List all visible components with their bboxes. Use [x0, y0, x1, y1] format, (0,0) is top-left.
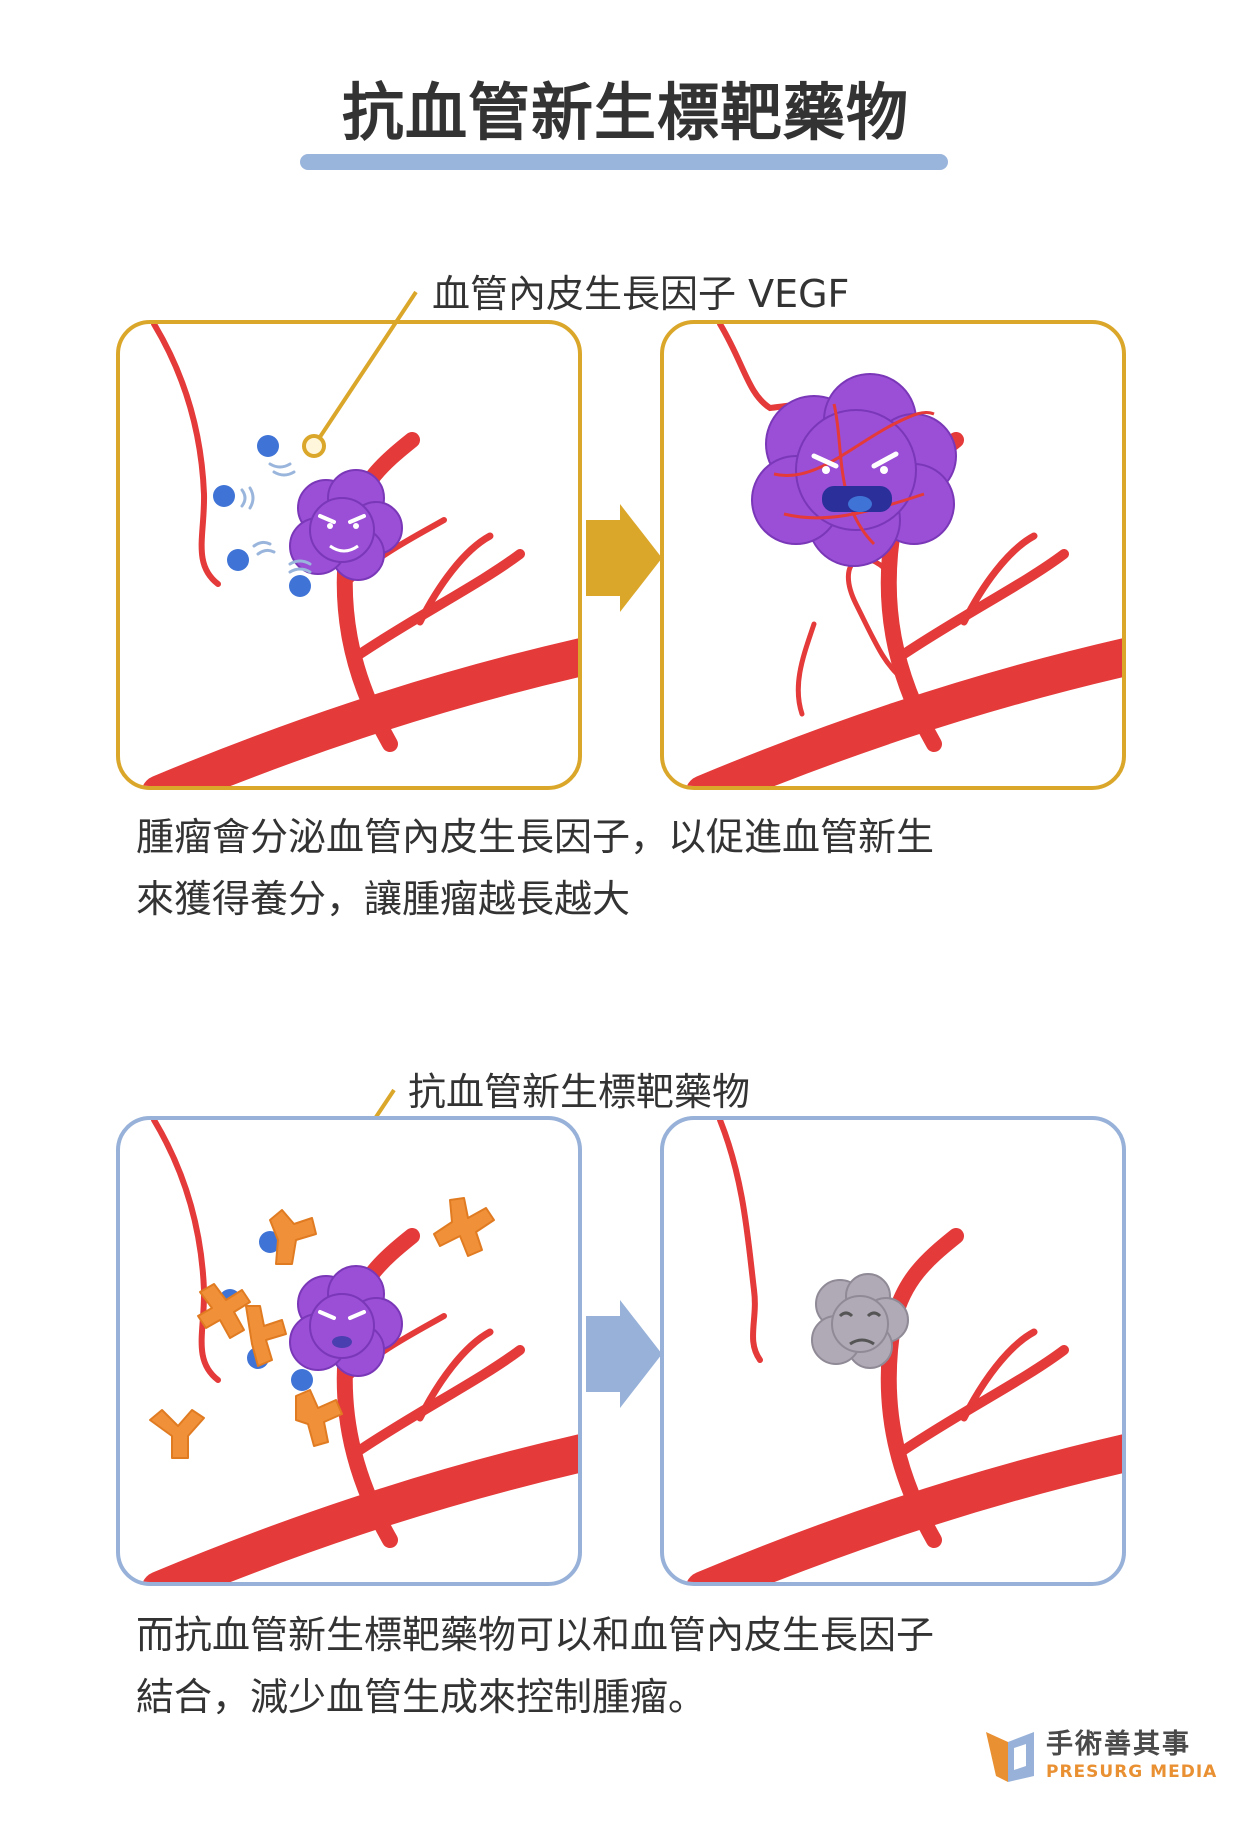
vegf-molecule: [213, 485, 235, 507]
tumor-icon: [289, 1265, 403, 1377]
branch-vessel: [416, 1328, 494, 1422]
antibody-drug-icon: [433, 1197, 495, 1257]
branch-vessel: [355, 549, 525, 659]
caption-line: 而抗血管新生標靶藥物可以和血管內皮生長因子: [136, 1613, 935, 1657]
branch-vessel: [899, 1345, 1069, 1455]
drug-callout-label: 抗血管新生標靶藥物: [408, 1070, 751, 1114]
antibody-drugs: [149, 1197, 495, 1459]
title-underline: [300, 154, 948, 170]
panel-2-illustration: [686, 324, 1122, 786]
antibody-drug-icon: [245, 1305, 287, 1367]
capillary-vessel: [151, 1120, 221, 1383]
presurg-logo-icon: [986, 1732, 1034, 1782]
main-artery: [142, 1434, 578, 1582]
vibration-marks: [240, 462, 312, 574]
antibody-drug-icon: [269, 1209, 317, 1265]
branch-vessel: [960, 1328, 1038, 1422]
caption-line: 腫瘤會分泌血管內皮生長因子，以促進血管新生: [136, 815, 935, 859]
antibody-drug-icon: [197, 1283, 251, 1339]
caption-section-1: 腫瘤會分泌血管內皮生長因子，以促進血管新生 來獲得養分，讓腫瘤越長越大: [136, 806, 1136, 930]
logo-name: 手術善其事: [1046, 1729, 1191, 1760]
page-title: 抗血管新生標靶藥物: [341, 76, 909, 149]
antibody-drug-icon: [149, 1409, 205, 1459]
panel-tumor-grown: [660, 320, 1126, 790]
branch-vessel: [960, 532, 1038, 626]
new-vessel: [795, 621, 817, 717]
branch-vessel: [416, 532, 494, 626]
shrunk-tumor-icon: [811, 1273, 909, 1369]
caption-section-2: 而抗血管新生標靶藥物可以和血管內皮生長因子 結合，減少血管生成來控制腫瘤。: [136, 1604, 1136, 1728]
main-artery: [142, 638, 578, 786]
branch-vessel: [355, 1345, 525, 1455]
vegf-molecule: [257, 435, 279, 457]
tumor-icon: [289, 469, 403, 581]
caption-line: 結合，減少血管生成來控制腫瘤。: [136, 1675, 707, 1719]
vegf-molecule: [227, 549, 249, 571]
presurg-logo: 手術善其事 PRESURG MEDIA: [980, 1718, 1230, 1802]
vegf-callout-label: 血管內皮生長因子 VEGF: [432, 272, 850, 316]
vegf-molecule: [289, 575, 311, 597]
large-tumor-icon: [751, 373, 957, 567]
panel-tumor-shrunk: [660, 1116, 1126, 1586]
panel-4-illustration: [686, 1120, 1122, 1582]
vegf-molecules: [213, 435, 311, 597]
panel-tumor-secreting-vegf: [116, 320, 582, 790]
blue-arrow-icon: [586, 1300, 662, 1408]
caption-line: 來獲得養分，讓腫瘤越長越大: [136, 877, 631, 921]
branch-vessel: [899, 549, 1069, 659]
capillary-vessel: [151, 324, 221, 587]
panel-drug-binding-vegf: [116, 1116, 582, 1586]
main-artery: [686, 638, 1122, 786]
gold-arrow-icon: [586, 504, 662, 612]
capillary-vessel: [717, 1120, 763, 1363]
panel-1-illustration: [142, 324, 578, 786]
logo-subtitle: PRESURG MEDIA: [1046, 1762, 1218, 1782]
panel-3-illustration: [142, 1120, 578, 1582]
antibody-drug-icon: [295, 1389, 343, 1447]
main-artery: [686, 1434, 1122, 1582]
